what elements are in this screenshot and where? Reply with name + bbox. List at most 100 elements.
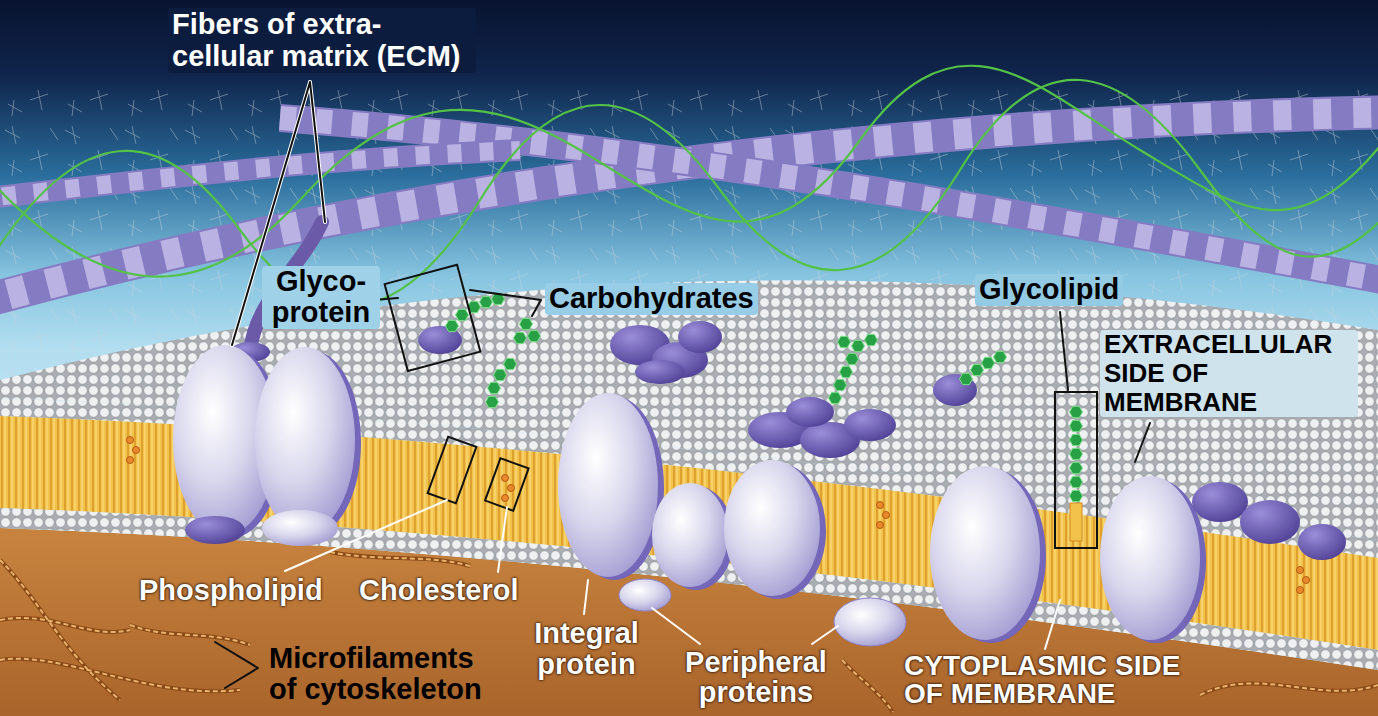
cholesterol-molecules — [1297, 587, 1304, 594]
carbohydrate-chains — [840, 366, 853, 377]
microfilaments — [130, 625, 250, 645]
cholesterol-molecules — [502, 495, 509, 502]
peripheral-protein-shapes — [844, 409, 896, 441]
integral-proteins — [1100, 476, 1200, 640]
carbohydrate-chains — [1070, 476, 1083, 487]
carbohydrate-chains — [846, 353, 859, 364]
leader-lines — [498, 507, 507, 572]
microfilaments — [330, 552, 470, 566]
carbohydrate-chains — [1070, 490, 1083, 501]
callout-boxes — [428, 437, 477, 504]
carbohydrate-chains — [982, 357, 995, 368]
integral-proteins — [724, 460, 820, 596]
peripheral-protein-shapes — [635, 360, 685, 384]
cholesterol-molecules — [133, 447, 140, 454]
carbohydrate-chains — [1070, 406, 1083, 417]
carbohydrate-chains — [504, 358, 517, 369]
leader-lines — [215, 82, 1150, 688]
carbohydrate-chains — [834, 379, 847, 390]
cholesterol-molecules — [127, 457, 134, 464]
integral-proteins — [652, 483, 728, 587]
leader-lines — [285, 500, 1060, 649]
carbohydrate-chains — [446, 293, 1083, 541]
microfilaments — [842, 660, 893, 712]
microfilaments — [842, 660, 893, 712]
peripheral-protein-shapes — [933, 374, 977, 406]
cholesterol-molecules — [883, 512, 890, 519]
carbohydrate-chains — [1070, 462, 1083, 473]
carbohydrate-chains — [486, 396, 499, 407]
collagen-fibers — [0, 150, 520, 200]
carbohydrate-chains — [852, 340, 865, 351]
peripheral-protein-shapes — [1298, 524, 1346, 560]
ecm-label: Fibers of extra- cellular matrix (ECM) — [168, 8, 476, 73]
microfilaments-label: Microfilaments of cytoskeleton — [265, 643, 498, 706]
callout-boxes — [385, 265, 1097, 548]
collagen-fibers — [0, 112, 1378, 305]
glycoprotein-label: Glyco- protein — [262, 266, 380, 329]
leader-lines — [215, 642, 258, 688]
integral-proteins — [255, 347, 355, 533]
integral-proteins — [262, 510, 338, 546]
carbohydrate-chains — [1070, 434, 1083, 445]
callout-boxes — [485, 458, 529, 511]
glycolipid-label: Glycolipid — [975, 274, 1123, 306]
side-label: EXTRACELLULAR SIDE OF MEMBRANE — [1100, 330, 1358, 417]
cholesterol-molecules — [127, 437, 134, 444]
integral-proteins — [173, 345, 1206, 643]
leader-lines — [215, 82, 1150, 688]
microfilaments — [0, 659, 240, 692]
leader-lines — [1135, 423, 1150, 462]
cholesterol-molecules — [1297, 567, 1304, 574]
leader-lines — [1060, 312, 1068, 390]
microfilaments — [0, 618, 130, 632]
cholesterol-molecules — [502, 475, 509, 482]
proteoglycan-strands — [0, 80, 1378, 306]
carbohydrate-chains — [446, 320, 459, 331]
carbohydrate-chains — [528, 330, 541, 341]
callout-boxes — [385, 265, 481, 371]
integral-protein-label: Integral protein — [520, 618, 653, 681]
carbohydrate-chains — [838, 336, 851, 347]
proteoglycan-strands — [0, 66, 1378, 277]
cholesterol-label: Cholesterol — [355, 575, 523, 607]
peripheral-protein-shapes — [1192, 482, 1248, 522]
peripheral-protein-shapes — [678, 321, 722, 353]
phospholipid-label: Phospholipid — [135, 575, 327, 607]
cholesterol-molecules — [877, 522, 884, 529]
peripheral-protein-shapes — [619, 579, 671, 611]
carbohydrate-chains — [1070, 420, 1083, 431]
carbohydrate-chains — [514, 332, 527, 343]
microfilaments — [0, 618, 130, 632]
collagen-fibers — [0, 112, 1378, 305]
microfilaments — [330, 552, 470, 566]
carbohydrate-chains — [994, 351, 1007, 362]
peripheral-protein-shapes — [1240, 500, 1300, 544]
peripheral-proteins-label: Peripheral proteins — [672, 647, 840, 708]
cholesterol-molecules — [1303, 577, 1310, 584]
carbohydrate-chains — [1070, 503, 1082, 541]
carbohydrate-chains — [480, 296, 493, 307]
integral-proteins — [185, 516, 245, 544]
collagen-fibers — [0, 112, 1378, 305]
carbohydrates-label: Carbohydrates — [545, 283, 758, 315]
proteoglycan-strands — [0, 66, 1378, 306]
peripheral-protein-shapes — [834, 598, 906, 646]
carbohydrate-chains — [488, 382, 501, 393]
carbohydrate-chains — [494, 369, 507, 380]
peripheral-protein-shapes — [786, 397, 834, 427]
microfilaments — [0, 560, 120, 700]
leader-lines — [1045, 600, 1060, 649]
carbohydrate-chains — [1070, 448, 1083, 459]
cholesterol-molecules — [877, 502, 884, 509]
carbohydrate-chains — [520, 318, 533, 329]
integral-proteins — [558, 393, 658, 577]
leader-lines — [652, 608, 838, 644]
carbohydrate-chains — [960, 373, 973, 384]
carbohydrate-chains — [829, 392, 842, 403]
cholesterol-molecules — [508, 485, 515, 492]
leader-lines — [470, 290, 541, 316]
integral-proteins — [930, 466, 1040, 640]
